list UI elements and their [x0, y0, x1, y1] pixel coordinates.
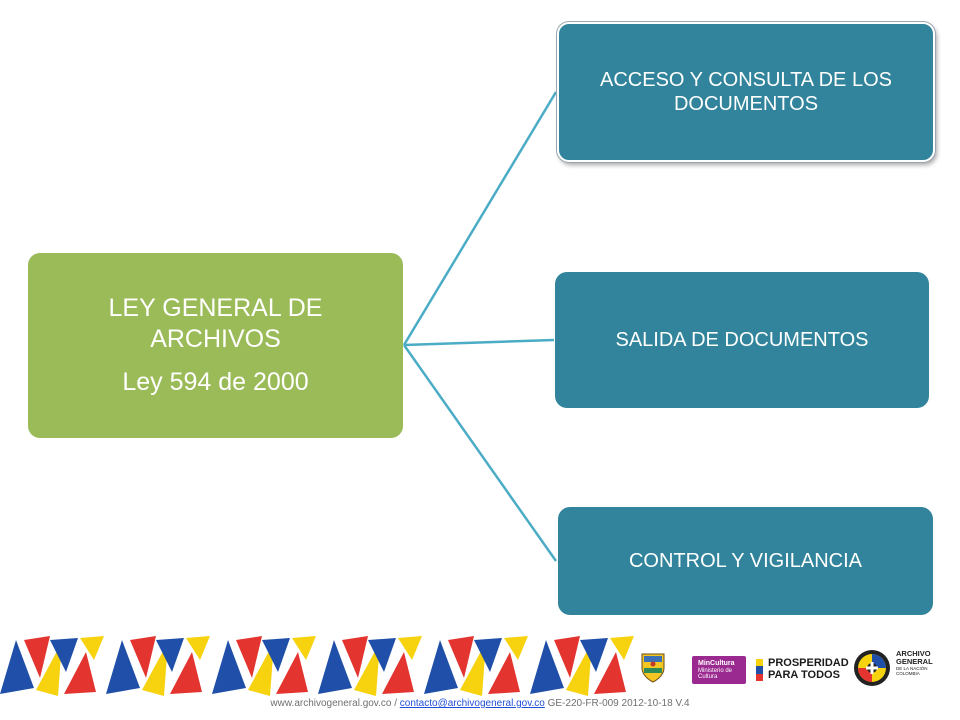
pinwheel-unit — [106, 636, 210, 696]
footer-email-link[interactable]: contacto@archivogeneral.gov.co — [399, 698, 545, 709]
pinwheel-shard — [36, 642, 62, 696]
pinwheel-shard — [106, 640, 140, 694]
pinwheel-shard — [554, 636, 580, 678]
pinwheel-unit — [530, 636, 634, 696]
prosperidad-logo: PROSPERIDAD PARA TODOS — [756, 657, 849, 683]
pinwheel-shard — [292, 636, 316, 660]
pinwheel-shard — [460, 642, 486, 696]
pinwheel-shard — [170, 652, 202, 694]
pinwheel-shard — [130, 636, 156, 678]
archivo-general-logo: ARCHIVO GENERAL DE LA NACIÓN COLOMBIA — [852, 648, 952, 688]
pinwheel-shard — [156, 638, 184, 672]
root-subtitle: Ley 594 de 2000 — [122, 368, 309, 397]
mincultura-sub: Ministerio de Cultura — [698, 667, 733, 681]
pinwheel-unit — [212, 636, 316, 696]
pinwheel-shard — [424, 640, 458, 694]
colombia-shield-icon — [641, 653, 665, 683]
child-node-control: CONTROL Y VIGILANCIA — [558, 507, 933, 615]
child-label-acceso: ACCESO Y CONSULTA DE LOS DOCUMENTOS — [600, 69, 892, 115]
child-node-acceso: ACCESO Y CONSULTA DE LOS DOCUMENTOS — [557, 22, 935, 162]
decorative-pinwheel-band — [0, 636, 634, 696]
pinwheel-shard — [474, 638, 502, 672]
pinwheel-shard — [0, 640, 34, 694]
pinwheel-shard — [24, 636, 50, 678]
pinwheel-shard — [530, 640, 564, 694]
prosperidad-line1: PROSPERIDAD — [768, 657, 849, 669]
archivo-line3: DE LA NACIÓN — [896, 666, 928, 671]
pinwheel-unit — [318, 636, 422, 696]
pinwheel-shard — [276, 652, 308, 694]
connector-to-acceso — [402, 91, 558, 346]
connector-to-salida — [403, 338, 555, 347]
pinwheel-shard — [186, 636, 210, 660]
pinwheel-shard — [212, 640, 246, 694]
pinwheel-shard — [566, 642, 592, 696]
pinwheel-shard — [398, 636, 422, 660]
pinwheel-shard — [50, 638, 78, 672]
archivo-line4: COLOMBIA — [896, 671, 920, 676]
root-node-ley-general: LEY GENERAL DE ARCHIVOS Ley 594 de 2000 — [28, 253, 403, 438]
mincultura-logo: MinCultura Ministerio de Cultura — [692, 656, 746, 684]
flag-bar-icon — [756, 659, 763, 681]
pinwheel-shard — [80, 636, 104, 660]
archivo-line1: ARCHIVO — [896, 649, 931, 658]
footer-separator: / — [394, 698, 397, 709]
pinwheel-shard — [354, 642, 380, 696]
child-label-salida: SALIDA DE DOCUMENTOS — [615, 329, 869, 351]
pinwheel-shard — [382, 652, 414, 694]
pinwheel-shard — [236, 636, 262, 678]
pinwheel-shard — [488, 652, 520, 694]
pinwheel-shard — [64, 652, 96, 694]
footer-website: www.archivogeneral.gov.co — [270, 698, 392, 709]
prosperidad-line2: PARA TODOS — [768, 669, 840, 681]
archivo-emblem-icon — [854, 650, 890, 686]
pinwheel-shard — [594, 652, 626, 694]
root-title: LEY GENERAL DE ARCHIVOS — [108, 293, 323, 353]
child-node-salida: SALIDA DE DOCUMENTOS — [555, 272, 929, 408]
pinwheel-shard — [248, 642, 274, 696]
pinwheel-shard — [448, 636, 474, 678]
footer-code: GE-220-FR-009 2012-10-18 V.4 — [547, 698, 690, 709]
pinwheel-shard — [504, 636, 528, 660]
pinwheel-shard — [318, 640, 352, 694]
pinwheel-shard — [142, 642, 168, 696]
footer: www.archivogeneral.gov.co / contacto@arc… — [0, 698, 960, 709]
archivo-line2: GENERAL — [896, 657, 933, 666]
pinwheel-shard — [368, 638, 396, 672]
pinwheel-unit — [0, 636, 104, 696]
connector-to-control — [402, 344, 558, 562]
mincultura-name: MinCultura — [698, 660, 735, 667]
pinwheel-shard — [610, 636, 634, 660]
child-label-control: CONTROL Y VIGILANCIA — [628, 550, 863, 572]
pinwheel-shard — [580, 638, 608, 672]
pinwheel-unit — [424, 636, 528, 696]
pinwheel-shard — [342, 636, 368, 678]
pinwheel-shard — [262, 638, 290, 672]
